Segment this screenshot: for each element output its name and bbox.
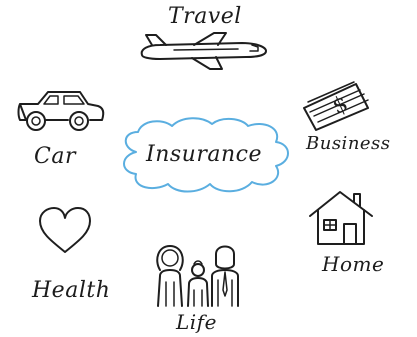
airplane-icon (134, 32, 274, 71)
heart-icon (38, 207, 92, 254)
business-label: Business (306, 133, 391, 154)
health-label: Health (32, 278, 111, 303)
money-stack-icon: $ (300, 81, 374, 131)
car-icon (14, 88, 106, 132)
travel-label: Travel (168, 4, 242, 29)
car-label: Car (34, 144, 76, 169)
center-label: Insurance (146, 142, 262, 167)
house-icon (308, 190, 374, 246)
life-label: Life (176, 310, 217, 334)
cloud-shape (118, 117, 292, 194)
home-label: Home (322, 252, 385, 276)
family-icon (154, 240, 244, 308)
